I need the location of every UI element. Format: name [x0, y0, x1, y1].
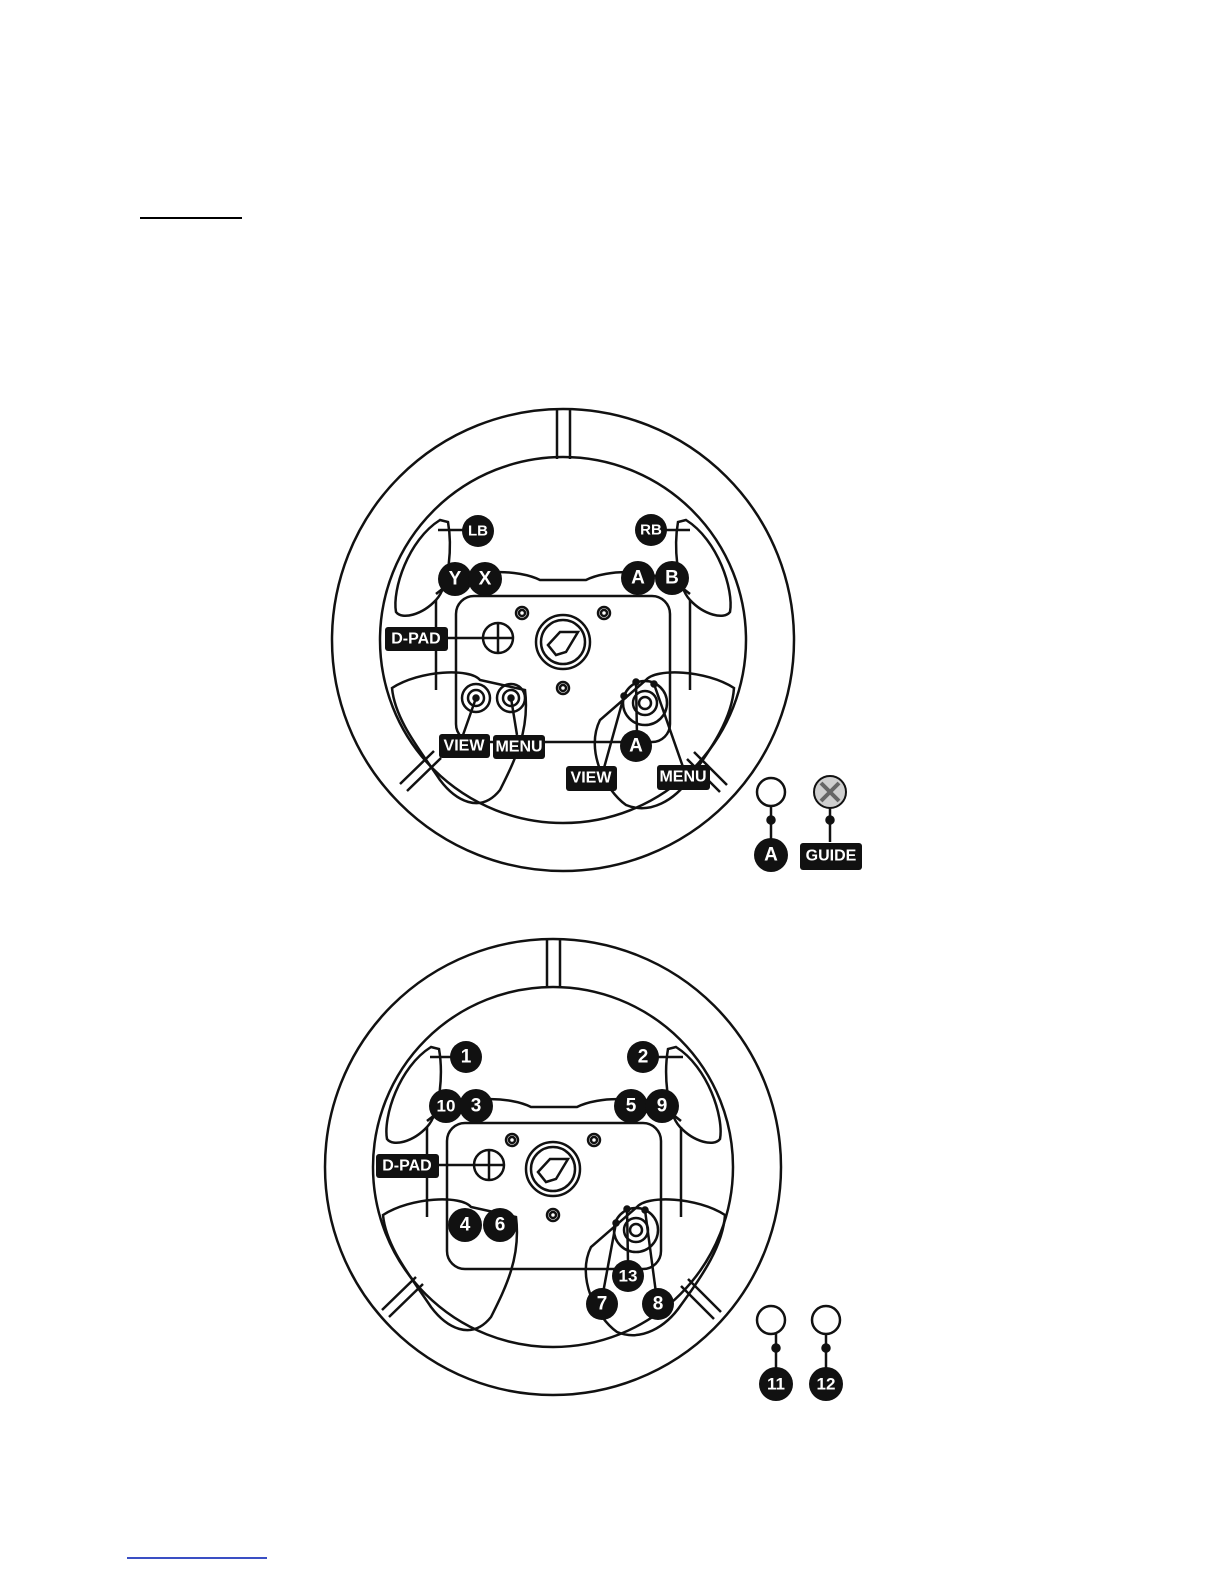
- label-rb-text: RB: [640, 522, 662, 539]
- label-menu-right-text: MENU: [659, 769, 706, 786]
- label-7-text: 7: [597, 1294, 608, 1315]
- label-8-text: 8: [653, 1294, 664, 1315]
- left-paddle: [395, 520, 449, 616]
- label-view-right-text: VIEW: [571, 770, 613, 787]
- label-menu-left-text: MENU: [495, 739, 542, 756]
- label-10-text: 10: [437, 1097, 456, 1116]
- label-12-text: 12: [817, 1375, 836, 1394]
- label-y-text: Y: [449, 569, 462, 590]
- label-6-text: 6: [495, 1215, 506, 1236]
- top-marker: [557, 410, 570, 459]
- label-9-text: 9: [657, 1096, 668, 1117]
- lower-right-spoke: [681, 1279, 721, 1319]
- label-guide-text: GUIDE: [806, 848, 857, 865]
- label-lb-text: LB: [468, 523, 488, 540]
- label-view-left-text: VIEW: [444, 738, 486, 755]
- label-11-text: 11: [767, 1375, 785, 1394]
- label-a-ext-text: A: [764, 845, 778, 866]
- label-a-text: A: [631, 568, 645, 589]
- label-dpad-text: D-PAD: [382, 1158, 431, 1175]
- label-3-text: 3: [471, 1096, 482, 1117]
- label-x-text: X: [479, 569, 492, 590]
- label-b-text: B: [665, 568, 679, 589]
- label-5-text: 5: [626, 1096, 637, 1117]
- top-marker: [547, 939, 560, 988]
- label-2-text: 2: [638, 1047, 649, 1068]
- label-13-text: 13: [619, 1267, 638, 1286]
- xbox-guide-icon: [814, 776, 846, 808]
- label-a-center-text: A: [629, 736, 643, 757]
- label-dpad-text: D-PAD: [391, 631, 440, 648]
- footer-link-underline: [127, 1557, 267, 1559]
- label-4-text: 4: [460, 1215, 471, 1236]
- label-1-text: 1: [461, 1047, 472, 1068]
- left-paddle: [386, 1047, 440, 1143]
